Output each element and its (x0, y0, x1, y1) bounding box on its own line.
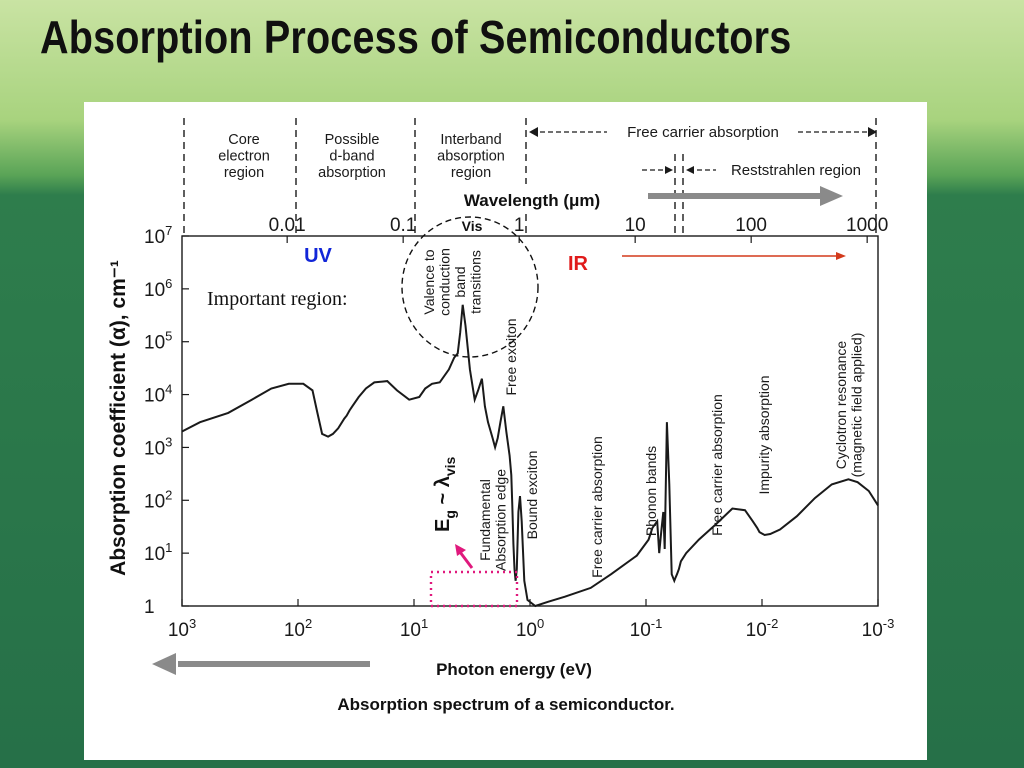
x-tick-label-0: 103 (168, 616, 196, 641)
top-tick-label-3: 10 (625, 215, 646, 236)
y-tick-label-0: 1 (144, 597, 155, 618)
energy-label-bg (398, 652, 630, 682)
region-label-2-line: absorption (437, 149, 505, 165)
uv-label: UV (304, 245, 332, 267)
valence-transition-label-line: transitions (468, 250, 484, 314)
x-tick-label-2: 101 (400, 616, 428, 641)
x-tick-label-4: 10-1 (630, 616, 663, 641)
edge-marker-box (429, 570, 519, 608)
valence-transition-label-line: Valence to (421, 249, 437, 314)
x-axis-label: Photon energy (eV) (436, 660, 592, 679)
figure-caption: Absorption spectrum of a semiconductor. (337, 695, 674, 714)
free-carrier-arrowhead-right (868, 127, 877, 137)
y-tick-label-7: 107 (144, 223, 172, 248)
cyclotron-resonance-label-line: (magnetic field applied) (849, 333, 865, 478)
free-carrier-absorption-label-2: Free carrier absorption (709, 394, 725, 536)
free-exciton-label-line: Free exciton (503, 318, 519, 395)
top-tick-label-0: 0.01 (269, 215, 306, 236)
y-tick-label-6: 106 (144, 276, 172, 301)
region-label-2-line: region (451, 165, 491, 181)
fundamental-edge-label-line: Absorption edge (493, 469, 509, 571)
valence-transition-label-line: band (452, 266, 468, 297)
x-tick-label-1: 102 (284, 616, 312, 641)
valence-transition-label-line: conduction (437, 248, 453, 316)
free-carrier-absorption-label: Free carrier absorption (589, 436, 605, 578)
impurity-absorption-label-line: Impurity absorption (756, 375, 772, 494)
wavelength-arrow-head (820, 186, 843, 206)
y-tick-label-2: 102 (144, 487, 172, 512)
region-label-1-line: d-band (329, 149, 374, 165)
free-carrier-arrowhead-left (529, 127, 538, 137)
impurity-absorption-label: Impurity absorption (756, 375, 772, 494)
x-tick-label-5: 10-2 (746, 616, 779, 641)
region-headers: CoreelectronregionPossibled-bandabsorpti… (183, 118, 877, 236)
region-label-1-line: absorption (318, 165, 386, 181)
edge-marker-arrow-shaft (458, 551, 474, 569)
free-carrier-absorption-label-2-line: Free carrier absorption (709, 394, 725, 536)
fundamental-edge-label-line: Fundamental (477, 479, 493, 561)
wavelength-label-bg (430, 184, 635, 214)
vis-label: Vis (462, 218, 483, 234)
top-tick-label-2: 1 (514, 215, 525, 236)
ir-arrow-head (836, 252, 846, 260)
region-label-0-line: electron (218, 149, 270, 165)
reststrahlen-label: Reststrahlen region (731, 162, 861, 179)
eg-lambda-label: Eg ~ λvis (432, 456, 458, 532)
top-tick-label-1: 0.1 (390, 215, 416, 236)
phonon-bands-label-line: Phonon bands (643, 446, 659, 536)
reststrahlen-arrowhead-right (686, 166, 694, 174)
x-tick-label-3: 100 (516, 616, 544, 641)
region-label-0-line: Core (228, 132, 259, 148)
bound-exciton-label-line: Bound exciton (524, 451, 540, 540)
free-carrier-region-label: Free carrier absorption (627, 124, 779, 141)
free-exciton-label: Free exciton (503, 318, 519, 395)
wavelength-axis-label: Wavelength (μm) (464, 191, 600, 210)
free-carrier-absorption-label-line: Free carrier absorption (589, 436, 605, 578)
slide-overlays: Absorption coefficient (α), cm⁻¹ Waveleng… (107, 184, 846, 714)
bound-exciton-label: Bound exciton (524, 451, 540, 540)
region-label-2-line: Interband (440, 132, 501, 148)
absorption-curve (181, 304, 879, 608)
important-region-label: Important region: (207, 288, 348, 310)
cyclotron-resonance-label-line: Cyclotron resonance (833, 341, 849, 470)
y-tick-label-5: 105 (144, 329, 172, 354)
top-tick-label-4: 100 (735, 215, 767, 236)
region-label-1-line: Possible (325, 132, 380, 148)
ir-label: IR (568, 253, 589, 275)
slide-title: Absorption Process of Semiconductors (40, 11, 792, 63)
plot-area: 103 102 101 100 10-1 10-2 10-3 1 101 102 103 104 105… (144, 223, 894, 641)
top-tick-label-5: 1000 (846, 215, 888, 236)
y-tick-label-3: 103 (144, 434, 172, 459)
x-tick-label-6: 10-3 (862, 616, 895, 641)
important-region-circle (401, 216, 539, 358)
phonon-bands-label: Phonon bands (643, 446, 659, 536)
top-wavelength-axis: 0.01 0.1 1 10 100 1000 (269, 215, 888, 243)
cyclotron-resonance-label: Cyclotron resonance(magnetic field appli… (833, 333, 865, 478)
energy-arrow-head (152, 653, 176, 675)
y-axis-label: Absorption coefficient (α), cm⁻¹ (107, 260, 130, 576)
y-tick-label-4: 104 (144, 382, 172, 407)
edge-marker-arrow-head (455, 544, 466, 556)
region-label-0-line: region (224, 165, 264, 181)
reststrahlen-arrowhead-left (665, 166, 673, 174)
y-tick-label-1: 101 (144, 540, 172, 565)
